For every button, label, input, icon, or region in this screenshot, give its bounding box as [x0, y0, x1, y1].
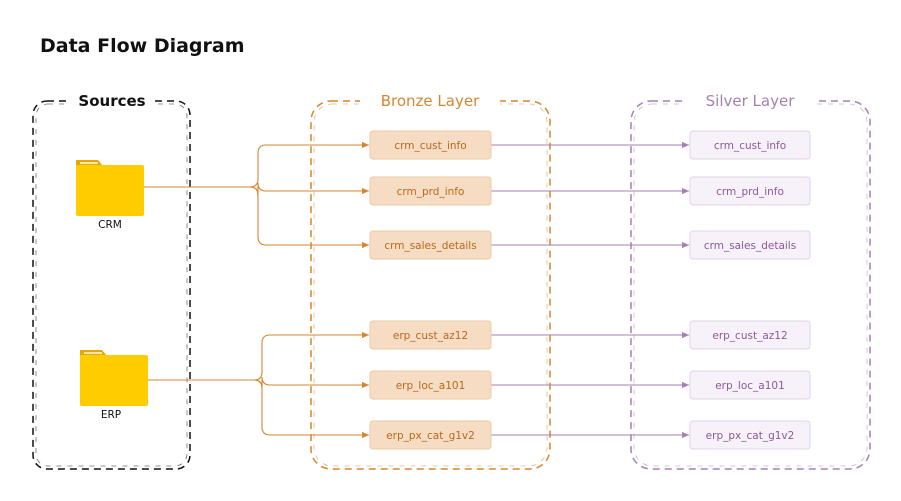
bronze-node-label: erp_px_cat_g1v2 [386, 430, 475, 442]
silver-node[interactable]: crm_cust_info [689, 130, 811, 160]
diagram-title: Data Flow Diagram [40, 35, 245, 57]
silver-node-label: erp_cust_az12 [712, 330, 787, 342]
source-erp[interactable]: ERP [80, 350, 148, 421]
connectors [144, 141, 689, 439]
sources-container: Sources [32, 91, 191, 470]
silver-node-label: crm_cust_info [714, 140, 786, 152]
source-to-bronze-connector [148, 331, 369, 381]
bronze-container: Bronze Layer [310, 91, 551, 470]
silver-node-label: erp_loc_a101 [715, 380, 785, 392]
source-to-bronze-connector [144, 186, 369, 249]
silver-node-label: crm_prd_info [716, 186, 784, 198]
silver-node-label: erp_px_cat_g1v2 [706, 430, 795, 442]
bronze-node-label: crm_cust_info [394, 140, 466, 152]
bronze-node[interactable]: erp_loc_a101 [369, 370, 492, 400]
source-crm[interactable]: CRM [76, 160, 144, 231]
bronze-node[interactable]: erp_px_cat_g1v2 [369, 420, 492, 450]
silver-node[interactable]: crm_sales_details [689, 230, 811, 260]
folder-icon [76, 160, 144, 216]
silver-node[interactable]: erp_px_cat_g1v2 [689, 420, 811, 450]
silver-title: Silver Layer [706, 92, 796, 110]
source-to-bronze-connector [148, 379, 369, 439]
bronze-node[interactable]: erp_cust_az12 [369, 320, 492, 350]
sources-title: Sources [78, 92, 145, 110]
silver-node[interactable]: erp_cust_az12 [689, 320, 811, 350]
source-label-erp: ERP [101, 409, 121, 421]
bronze-node[interactable]: crm_prd_info [369, 176, 492, 206]
bronze-node-label: erp_loc_a101 [396, 380, 466, 392]
silver-node-label: crm_sales_details [704, 240, 796, 252]
source-label-crm: CRM [98, 219, 122, 231]
silver-container: Silver Layer [630, 91, 871, 470]
bronze-node-label: erp_cust_az12 [393, 330, 468, 342]
folder-icon [80, 350, 148, 406]
bronze-node-label: crm_prd_info [397, 186, 465, 198]
silver-node[interactable]: erp_loc_a101 [689, 370, 811, 400]
source-to-bronze-connector [144, 141, 369, 188]
bronze-node-label: crm_sales_details [384, 240, 476, 252]
bronze-node[interactable]: crm_cust_info [369, 130, 492, 160]
silver-node[interactable]: crm_prd_info [689, 176, 811, 206]
bronze-title: Bronze Layer [381, 92, 480, 110]
bronze-node[interactable]: crm_sales_details [369, 230, 492, 260]
